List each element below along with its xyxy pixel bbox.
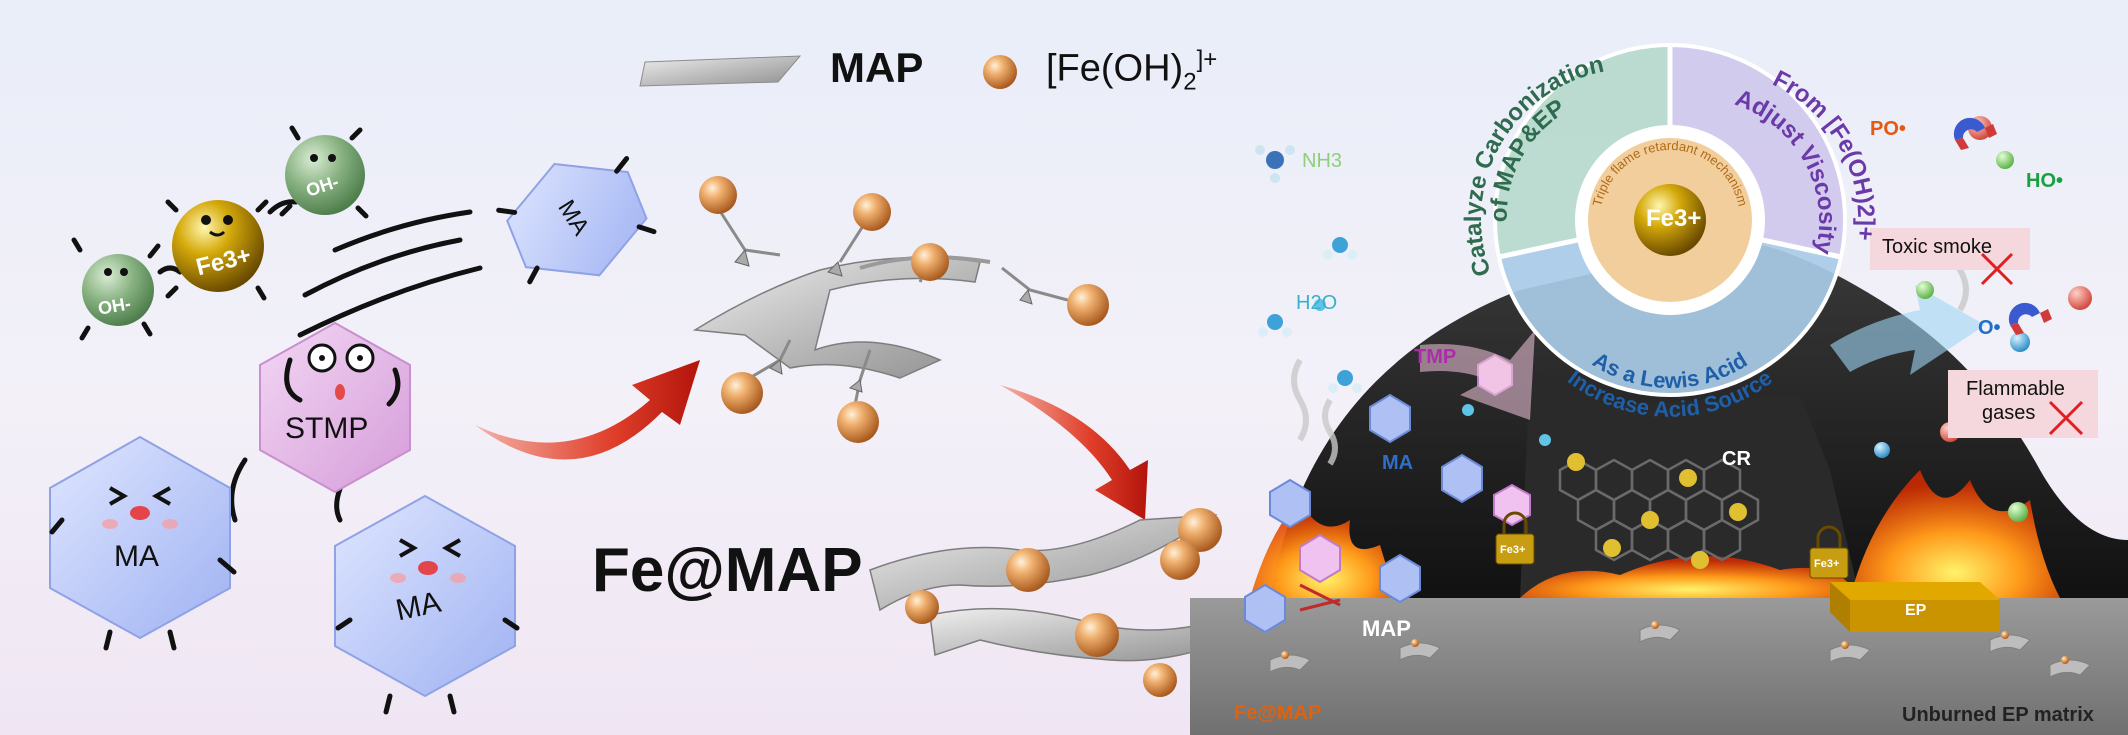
combustion-scene (1190, 116, 2128, 735)
hydroxide-ball-2 (279, 125, 369, 219)
nh3-label: NH3 (1302, 150, 1343, 172)
ma-hexagon-2 (334, 494, 520, 715)
stmp-hexagon (259, 321, 411, 494)
mechanism-center-ion: Fe3+ (1646, 205, 1702, 232)
map-sheet-complex (692, 176, 1109, 443)
h2o-label: H2O (1296, 292, 1338, 314)
legend-map-label: MAP (830, 44, 924, 91)
flammable-gases-line1: Flammable (1966, 378, 2065, 400)
magnet-icon (2008, 302, 2052, 335)
map-sheet-legend-icon (639, 55, 802, 87)
ho-radical-label: HO• (2026, 170, 2064, 192)
fe-ion-ball (165, 199, 269, 301)
legend-fe-label-main: [Fe(OH) (1046, 47, 1184, 90)
o-radical-label: O• (1978, 317, 2001, 339)
scissors-icon (1299, 583, 1341, 612)
map-scene-label: MAP (1362, 616, 1411, 641)
legend-fe-label-sub: 2 (1183, 68, 1197, 96)
magnet-icon (1953, 117, 1997, 150)
flammable-gases-line2: gases (1982, 402, 2036, 424)
fe-lock-label-1: Fe3+ (1500, 544, 1526, 556)
toxic-smoke-label: Toxic smoke (1882, 236, 1993, 258)
ma-hexagon-1 (49, 435, 237, 651)
po-radical-label: PO• (1870, 118, 1906, 140)
motion-lines (297, 209, 483, 338)
fe-hydroxide-ball-legend-icon (983, 55, 1017, 89)
ep-label: EP (1905, 602, 1927, 619)
mechanism-wheel (1493, 43, 1847, 397)
stmp-label: STMP (285, 412, 369, 445)
legend-fe-label: [Fe(OH)2]+ (1046, 46, 1217, 96)
cr-label: CR (1722, 448, 1751, 470)
ma-scene-label: MA (1382, 452, 1414, 474)
fe-at-map-scene-label: Fe@MAP (1234, 702, 1322, 724)
ma-label-1: MA (114, 540, 159, 573)
hydroxide-ball-1 (71, 237, 161, 341)
product-label: Fe@MAP (592, 536, 863, 605)
arrow-to-complex (475, 360, 700, 460)
tmp-label: TMP (1414, 346, 1457, 368)
cross-icon (2048, 400, 2084, 436)
legend-fe-label-sup: ]+ (1196, 46, 1218, 73)
fe-map-product-sheets (869, 508, 1252, 697)
ma-hexagon-flying (496, 156, 657, 285)
arrow-to-product (1000, 385, 1148, 520)
cross-icon (1980, 252, 2014, 286)
fe-lock-label-2: Fe3+ (1814, 558, 1840, 570)
unburned-matrix-label: Unburned EP matrix (1902, 704, 2094, 726)
